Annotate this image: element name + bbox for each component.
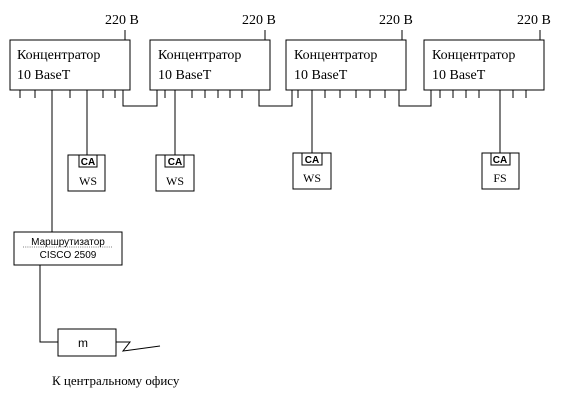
hub-1-ports — [19, 90, 116, 98]
hub-2: Концентратор 10 BaseT 220 В — [149, 13, 276, 98]
hub-3: Концентратор 10 BaseT 220 В — [285, 13, 413, 98]
ca-badge-4 — [490, 152, 511, 166]
hub-1-title: Концентратор — [17, 48, 100, 63]
hub-2-power: 220 В — [242, 13, 276, 28]
hub-3-title: Концентратор — [294, 48, 377, 63]
hub-3-model: 10 BaseT — [294, 68, 348, 83]
station-4-badge: CA — [493, 155, 507, 166]
cable-hub2-hub3 — [258, 90, 293, 107]
hub-1: Концентратор 10 BaseT 220 В — [9, 13, 139, 98]
hub-interconnects — [122, 90, 432, 107]
cable-hub3-hub4 — [398, 90, 432, 107]
ca-badge-3 — [301, 152, 323, 166]
hub-4: Концентратор 10 BaseT 220 В — [423, 13, 551, 98]
hub-2-ports — [164, 90, 243, 98]
hub-1-model: 10 BaseT — [17, 68, 71, 83]
hub-4-model: 10 BaseT — [432, 68, 486, 83]
hub-3-power: 220 В — [379, 13, 413, 28]
router-title: Маршрутизатор — [31, 237, 105, 248]
hub-2-title: Концентратор — [158, 48, 241, 63]
hub-3-ports — [297, 90, 386, 98]
file-server: CA FS — [481, 152, 520, 190]
wan-caption: К центральному офису — [52, 373, 180, 388]
station-4-label: FS — [493, 171, 506, 185]
router: Маршрутизатор CISCO 2509 — [13, 231, 123, 266]
hub-2-model: 10 BaseT — [158, 68, 212, 83]
station-2-label: WS — [166, 174, 184, 188]
workstation-2: CA WS — [155, 154, 195, 192]
station-1-label: WS — [79, 174, 97, 188]
hub-1-power: 220 В — [105, 13, 139, 28]
wan-link-icon — [116, 341, 161, 352]
ca-badge-1 — [78, 154, 98, 168]
station-3-badge: CA — [305, 155, 319, 166]
station-3-label: WS — [303, 171, 321, 185]
cable-hub1-hub2 — [122, 90, 158, 107]
station-2-badge: CA — [168, 157, 182, 168]
hub-4-power: 220 В — [517, 13, 551, 28]
router-model: CISCO 2509 — [40, 250, 97, 261]
station-1-badge: CA — [81, 157, 95, 168]
modem-label: m — [78, 336, 88, 350]
workstation-1: CA WS — [67, 154, 106, 192]
station-cables — [86, 90, 501, 155]
cable-router-modem — [39, 265, 58, 343]
ca-badge-2 — [164, 154, 185, 168]
hub-4-title: Концентратор — [432, 48, 515, 63]
workstation-3: CA WS — [292, 152, 332, 190]
hub-4-ports — [439, 90, 527, 98]
modem: m — [57, 328, 117, 357]
